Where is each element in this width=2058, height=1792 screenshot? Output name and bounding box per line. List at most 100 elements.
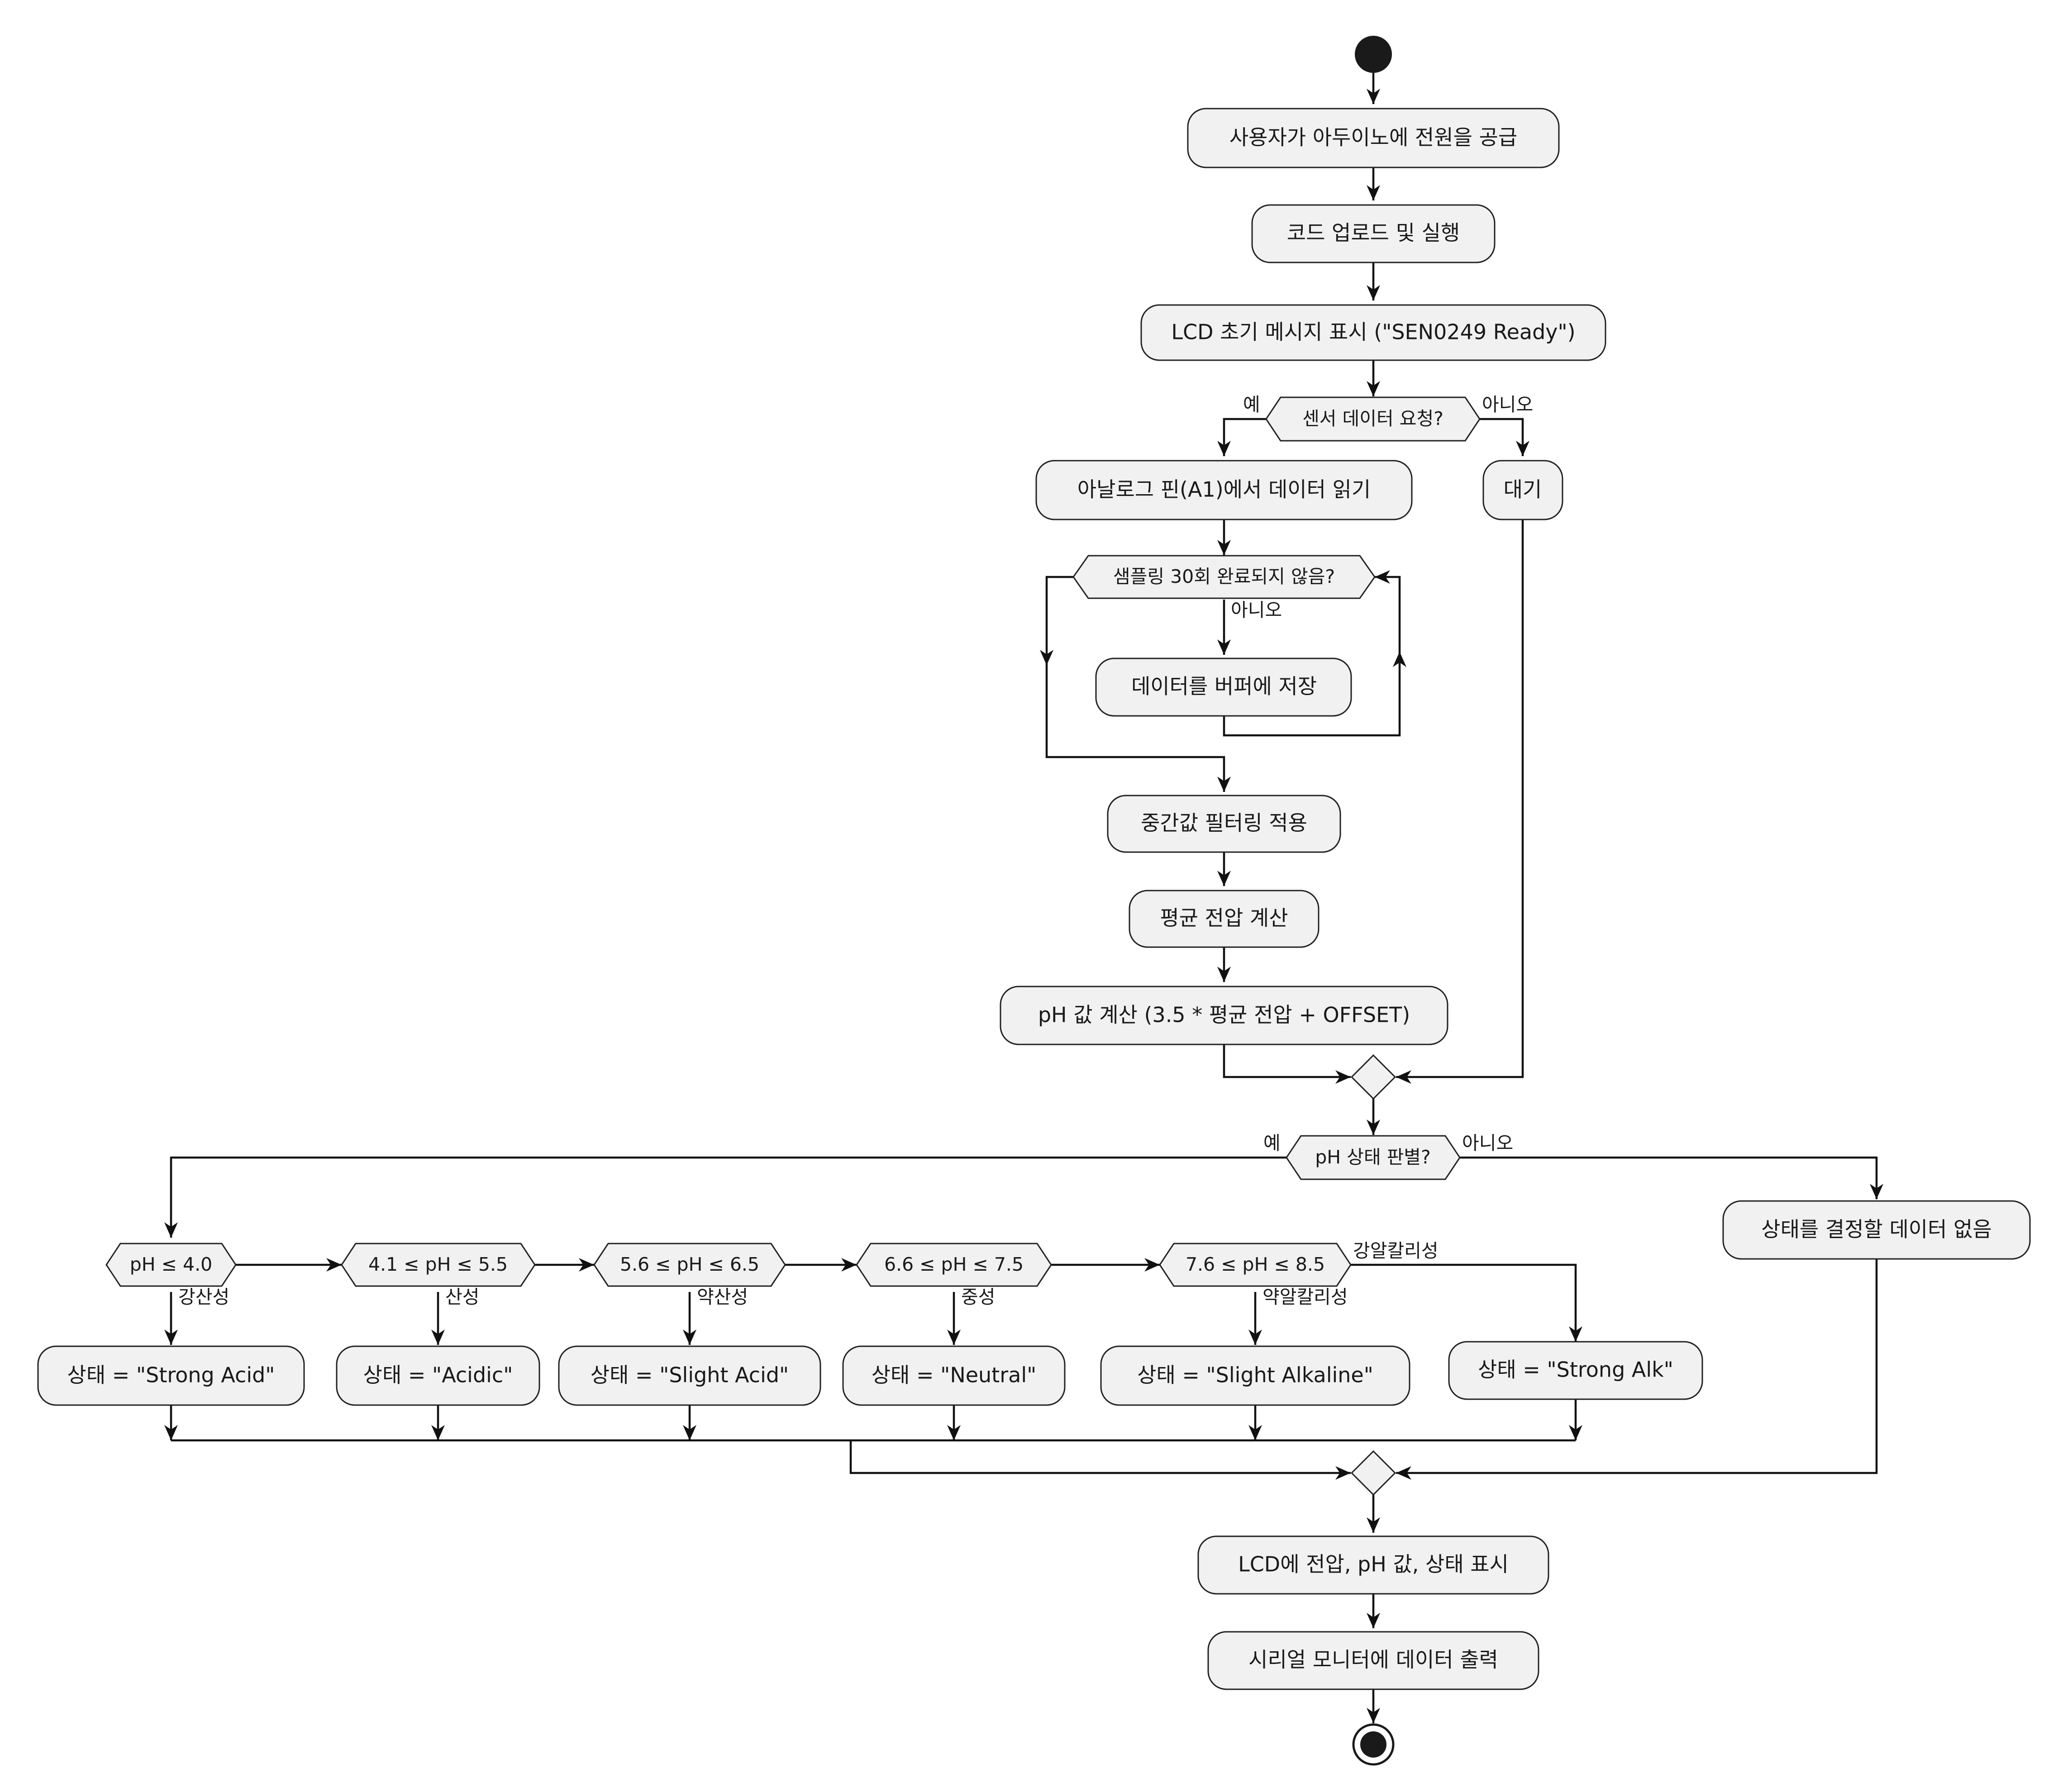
svg-text:상태를 결정할 데이터 없음: 상태를 결정할 데이터 없음 xyxy=(1761,1217,1991,1242)
edge-wait-merge xyxy=(1396,519,1524,1078)
decision-sensor-request: 센서 데이터 요청? xyxy=(1265,396,1481,442)
result-slight-acid: 상태 = "Slight Acid" xyxy=(558,1345,821,1406)
arrowhead xyxy=(1217,639,1231,655)
decision-sampling-loop: 샘플링 30회 완료되지 않음? xyxy=(1072,555,1376,599)
decision-range-5: 7.6 ≤ pH ≤ 8.5 xyxy=(1159,1243,1352,1287)
edge-nodata-merge xyxy=(1396,1259,1878,1474)
svg-text:사용자가 아두이노에 전원을 공급: 사용자가 아두이노에 전원을 공급 xyxy=(1229,125,1517,150)
label-range-5: 약알칼리성 xyxy=(1262,1286,1348,1308)
result-acidic: 상태 = "Acidic" xyxy=(336,1345,540,1406)
action-median-filter: 중간값 필터링 적용 xyxy=(1107,795,1341,853)
arrowhead xyxy=(1367,285,1380,300)
svg-text:LCD에 전압, pH 값, 상태 표시: LCD에 전압, pH 값, 상태 표시 xyxy=(1238,1552,1509,1577)
action-avg-voltage: 평균 전압 계산 xyxy=(1129,890,1320,948)
svg-text:상태 = "Acidic": 상태 = "Acidic" xyxy=(363,1363,513,1387)
arrowhead xyxy=(1335,1070,1351,1084)
arrowhead xyxy=(1367,1517,1380,1533)
svg-text:4.1 ≤ pH ≤ 5.5: 4.1 ≤ pH ≤ 5.5 xyxy=(368,1253,508,1275)
svg-text:5.6 ≤ pH ≤ 6.5: 5.6 ≤ pH ≤ 6.5 xyxy=(620,1253,759,1275)
arrowhead xyxy=(164,1425,178,1440)
arrowhead xyxy=(1217,871,1231,886)
edge-sensor-yes xyxy=(1223,418,1266,456)
arrowhead xyxy=(431,1330,445,1345)
svg-text:7.6 ≤ pH ≤ 8.5: 7.6 ≤ pH ≤ 8.5 xyxy=(1186,1253,1325,1275)
start-node xyxy=(1355,36,1392,73)
decision-range-2: 4.1 ≤ pH ≤ 5.5 xyxy=(341,1243,536,1287)
merge-node-2 xyxy=(1350,1450,1396,1496)
result-slight-alkaline: 상태 = "Slight Alkaline" xyxy=(1100,1345,1410,1406)
arrowhead xyxy=(1396,1070,1411,1084)
svg-text:상태 = "Neutral": 상태 = "Neutral" xyxy=(872,1363,1037,1387)
arrowhead xyxy=(1248,1425,1262,1440)
arrowhead xyxy=(947,1425,961,1440)
svg-text:pH 값 계산 (3.5 * 평균 전압 + OFFSET): pH 값 계산 (3.5 * 평균 전압 + OFFSET) xyxy=(1038,1003,1410,1027)
arrowhead xyxy=(1217,777,1231,792)
arrowhead xyxy=(1367,185,1380,200)
end-node xyxy=(1352,1723,1395,1766)
svg-text:대기: 대기 xyxy=(1504,477,1542,502)
arrowhead xyxy=(1393,652,1406,667)
svg-text:pH 상태 판별?: pH 상태 판별? xyxy=(1315,1146,1431,1168)
arrowhead xyxy=(1040,650,1053,665)
flow-edges xyxy=(170,73,1878,1723)
svg-text:데이터를 버퍼에 저장: 데이터를 버퍼에 저장 xyxy=(1131,674,1317,699)
svg-text:아날로그 핀(A1)에서 데이터 읽기: 아날로그 핀(A1)에서 데이터 읽기 xyxy=(1077,477,1371,502)
action-lcd-init: LCD 초기 메시지 표시 ("SEN0249 Ready") xyxy=(1140,304,1606,361)
arrowhead xyxy=(326,1258,342,1272)
label-range-2: 산성 xyxy=(445,1286,479,1308)
label-status-yes: 예 xyxy=(1263,1132,1281,1154)
arrowhead xyxy=(683,1425,696,1440)
action-power-on: 사용자가 아두이노에 전원을 공급 xyxy=(1187,108,1560,168)
arrowhead xyxy=(683,1330,696,1345)
result-strong-alk: 상태 = "Strong Alk" xyxy=(1448,1341,1703,1400)
svg-text:상태 = "Strong Acid": 상태 = "Strong Acid" xyxy=(67,1363,275,1387)
decision-range-3: 5.6 ≤ pH ≤ 6.5 xyxy=(593,1243,786,1287)
arrowhead xyxy=(1516,441,1529,456)
label-range-4: 중성 xyxy=(961,1286,995,1308)
arrowhead xyxy=(1396,1466,1411,1480)
action-upload-run: 코드 업로드 및 실행 xyxy=(1251,204,1496,263)
svg-text:코드 업로드 및 실행: 코드 업로드 및 실행 xyxy=(1287,221,1460,245)
arrowhead xyxy=(1367,1120,1380,1135)
action-lcd-display: LCD에 전압, pH 값, 상태 표시 xyxy=(1197,1535,1549,1595)
svg-text:LCD 초기 메시지 표시 ("SEN0249 Ready": LCD 초기 메시지 표시 ("SEN0249 Ready") xyxy=(1171,320,1575,344)
label-range-3: 약산성 xyxy=(697,1286,748,1308)
action-store-buffer: 데이터를 버퍼에 저장 xyxy=(1095,658,1352,717)
label-sensor-yes: 예 xyxy=(1243,394,1260,415)
edge-result-stubs xyxy=(170,1399,1577,1440)
svg-text:센서 데이터 요청?: 센서 데이터 요청? xyxy=(1302,408,1443,429)
edge-store-back xyxy=(1223,576,1401,737)
arrowhead xyxy=(1144,1258,1160,1272)
edge-loop-exit xyxy=(1045,576,1225,792)
svg-text:샘플링 30회 완료되지 않음?: 샘플링 30회 완료되지 않음? xyxy=(1113,566,1335,587)
svg-text:상태 = "Slight Alkaline": 상태 = "Slight Alkaline" xyxy=(1137,1363,1373,1387)
merge-node-1 xyxy=(1350,1054,1396,1100)
arrowhead xyxy=(579,1258,594,1272)
arrowhead xyxy=(1217,540,1231,555)
action-no-data: 상태를 결정할 데이터 없음 xyxy=(1722,1200,2031,1260)
edge-status-no xyxy=(1460,1156,1878,1199)
arrowhead xyxy=(1335,1466,1351,1480)
arrowhead xyxy=(1375,570,1390,584)
arrowhead xyxy=(1217,967,1231,982)
result-strong-acid: 상태 = "Strong Acid" xyxy=(37,1345,305,1406)
svg-text:상태 = "Slight Acid": 상태 = "Slight Acid" xyxy=(591,1363,789,1387)
arrowhead xyxy=(1367,89,1380,104)
arrowhead xyxy=(1569,1326,1582,1342)
arrowhead xyxy=(841,1258,857,1272)
arrowhead xyxy=(947,1330,961,1345)
arrowhead xyxy=(1217,441,1231,456)
arrowhead xyxy=(431,1425,445,1440)
arrowhead xyxy=(1248,1330,1262,1345)
edge-sensor-no xyxy=(1480,418,1524,456)
decision-range-4: 6.6 ≤ pH ≤ 7.5 xyxy=(856,1243,1052,1287)
label-loop-no: 아니오 xyxy=(1231,599,1282,621)
label-range-1: 강산성 xyxy=(178,1286,229,1308)
label-else-range: 강알칼리성 xyxy=(1353,1240,1439,1262)
arrowheads xyxy=(164,89,1883,1723)
arrowhead xyxy=(1870,1184,1883,1199)
svg-text:pH ≤ 4.0: pH ≤ 4.0 xyxy=(130,1253,212,1275)
action-wait: 대기 xyxy=(1482,460,1563,520)
result-neutral: 상태 = "Neutral" xyxy=(842,1345,1066,1406)
